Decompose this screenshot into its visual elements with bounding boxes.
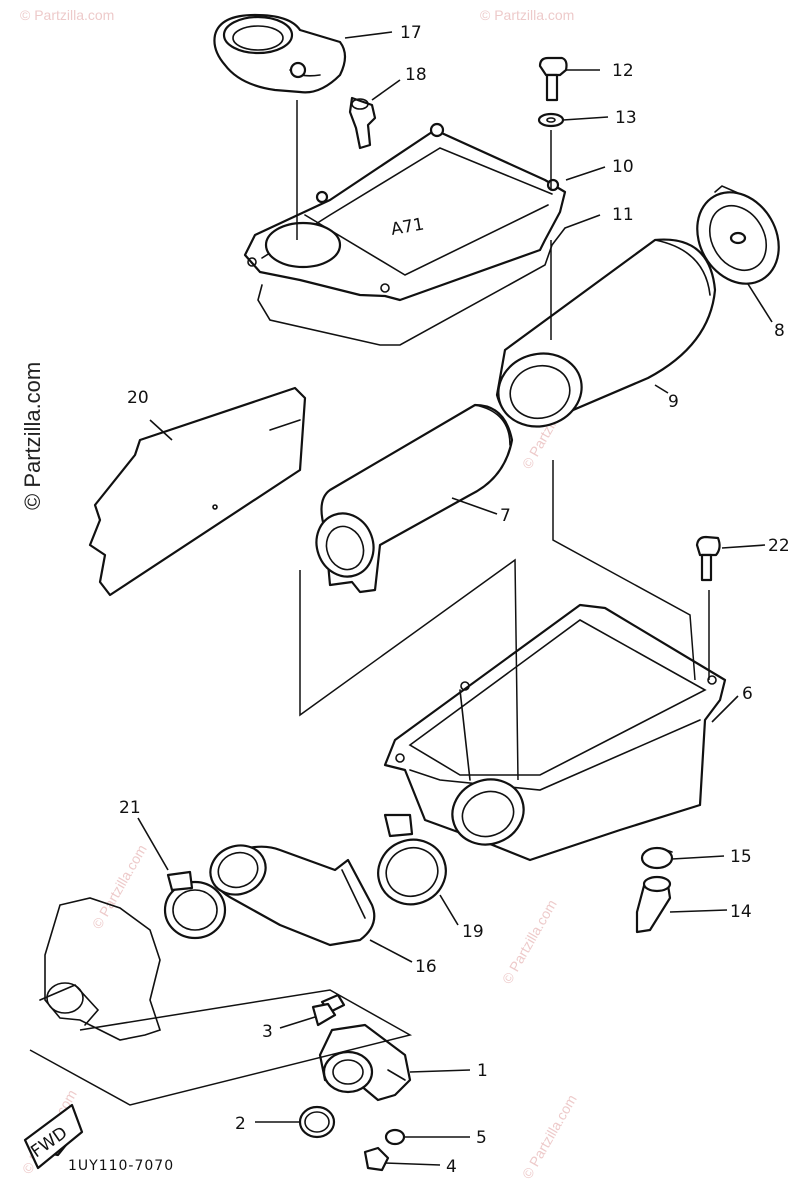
callout-numbers: 17 18 12 13 10 11 8 9 20 7 22 6 21 15 14… (119, 23, 790, 1177)
callout-1: 1 (477, 1061, 488, 1081)
callout-11: 11 (612, 205, 634, 225)
part-5-washer (384, 1128, 406, 1146)
part-15-clamp (640, 846, 674, 870)
callout-2: 2 (235, 1114, 246, 1134)
callout-6: 6 (742, 684, 753, 704)
callout-19: 19 (462, 922, 484, 942)
fwd-arrow: FWD (23, 1103, 84, 1170)
assembly-guides (29, 100, 710, 1106)
part-13-washer (537, 112, 565, 128)
part-8-end-cap (696, 185, 780, 285)
carburetor-outline (39, 897, 162, 1041)
part-6-air-box (383, 603, 727, 862)
callout-12: 12 (612, 61, 634, 81)
part-7-filter-tube (315, 403, 514, 594)
callout-20: 20 (127, 388, 149, 408)
callout-10: 10 (612, 157, 634, 177)
part-4-nut (363, 1146, 390, 1172)
callout-9: 9 (668, 392, 679, 412)
watermark-bottom-right: © Partzilla.com (519, 1092, 580, 1182)
callout-7: 7 (500, 506, 511, 526)
watermark-top-right: © Partzilla.com (480, 7, 574, 23)
callout-22: 22 (768, 536, 790, 556)
watermark-top-left: © Partzilla.com (20, 7, 114, 23)
diagram-code: 1UY110-7070 (68, 1158, 174, 1174)
part-21-hose-clamp (163, 870, 227, 940)
part-22-bolt (695, 535, 721, 582)
watermark-vertical: © Partzilla.com (20, 362, 45, 510)
callout-4: 4 (446, 1157, 457, 1177)
leader-lines (137, 31, 773, 1166)
callout-16: 16 (415, 957, 437, 977)
part-9-filter-element (495, 238, 717, 428)
callout-13: 13 (615, 108, 637, 128)
callout-15: 15 (730, 847, 752, 867)
watermark-lower-left: © Partzilla.com (89, 842, 150, 932)
watermark-lower-right: © Partzilla.com (499, 897, 560, 987)
callout-14: 14 (730, 902, 752, 922)
part-14-drain-plug (635, 875, 672, 934)
part-12-bolt (538, 56, 568, 102)
part-10-air-box-cover: A71 (243, 122, 567, 302)
part-2-o-ring (298, 1105, 336, 1139)
callout-5: 5 (476, 1128, 487, 1148)
callout-3: 3 (262, 1022, 273, 1042)
part-3-bolt (311, 993, 346, 1027)
callout-18: 18 (405, 65, 427, 85)
callout-21: 21 (119, 798, 141, 818)
part-17-intake-cap (213, 13, 347, 94)
callout-8: 8 (774, 321, 785, 341)
callout-17: 17 (400, 23, 422, 43)
part-18-elbow-fitting (348, 96, 377, 150)
part-16-intake-hose (209, 844, 376, 947)
part-19-hose-clamp (377, 813, 447, 906)
part-20-side-cover (88, 386, 307, 597)
part-1-carburetor-joint (318, 1023, 412, 1102)
